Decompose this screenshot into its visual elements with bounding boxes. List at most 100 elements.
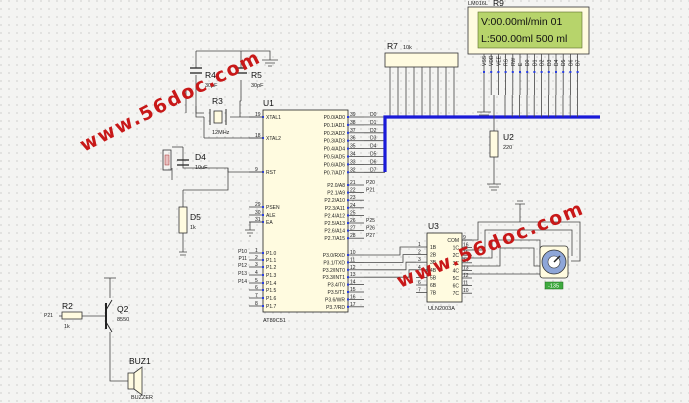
mcu-pin-p0-1-ad1: P0.1/AD1 [324, 123, 346, 129]
mcu-part: AT89C51 [263, 318, 286, 324]
u3-pin-num: 12 [463, 273, 469, 279]
lcd-pin-marker [540, 71, 543, 73]
lcd-bus-stubs [504, 95, 578, 117]
r5-ref: R5 [251, 70, 262, 80]
net-label-p10: P10 [238, 249, 247, 255]
mcu-pin-num: 19 [255, 112, 261, 118]
stepper-motor[interactable]: -135 [539, 245, 569, 290]
lcd-pin-label-d5: D5 [561, 59, 567, 66]
p3-wire [364, 261, 416, 271]
lcd-pin-marker [569, 71, 572, 73]
mcu-pin-num: 7 [255, 293, 258, 299]
pin-marker [347, 229, 349, 232]
net-label-p12: P12 [238, 263, 247, 269]
u3-pin-num: 5 [418, 272, 421, 278]
lcd-display[interactable]: V:00.00ml/min 01 L:500.00ml 500 ml R9 LM… [467, 0, 590, 95]
mcu-pin-num: 24 [350, 203, 356, 209]
lcd-pin-marker [547, 71, 550, 73]
pin-marker [347, 116, 349, 118]
pin-marker [347, 237, 349, 240]
mcu-pin-p3-0-rxd: P3.0/RXD [323, 253, 346, 259]
lcd-pin-marker [562, 71, 565, 73]
lcd-pin-label-rw: RW [511, 57, 517, 66]
mcu-pin-num: 31 [255, 217, 261, 223]
mcu-pin-p2-5-a13: P2.5/A13 [324, 221, 345, 227]
mcu-pin-num: 15 [350, 287, 356, 293]
u3-pin-num: 11 [463, 281, 468, 287]
mcu-pin-num: 6 [255, 285, 258, 291]
u3-pin-7b: 7B [430, 291, 437, 297]
mcu-pin-p1-2: P1.2 [266, 265, 277, 271]
pin-marker [347, 261, 349, 264]
crystal-r3[interactable]: R3 12MHz [209, 96, 230, 136]
mcu-pin-p0-4-ad4: P0.4/AD4 [324, 147, 346, 153]
pin-marker [347, 155, 349, 158]
mcu-pin-p1-7: P1.7 [266, 304, 277, 310]
pin-marker [347, 171, 349, 174]
mcu-pin-p3-1-txd: P3.1/TXD [323, 260, 345, 266]
capacitor-r4[interactable]: R4 30pF [190, 67, 218, 89]
d4-ref: D4 [195, 152, 206, 162]
r2-net: P21 [44, 313, 53, 319]
pin-marker [347, 291, 349, 293]
capacitor-r5[interactable]: R5 30pF [235, 67, 264, 89]
mcu-pin-num: 28 [350, 233, 356, 239]
mcu-pin-num: 21 [350, 180, 356, 186]
p3-to-driver-wires [364, 246, 416, 278]
lcd-pin-marker [519, 71, 521, 73]
mcu-pin-num: 17 [350, 302, 356, 308]
bus-label-d2: D2 [370, 128, 377, 134]
u3-pin-6c: 6C [453, 284, 460, 290]
lcd-pin-marker [490, 71, 493, 73]
pin-marker [262, 252, 264, 254]
u3-pin-com: COM [447, 238, 459, 244]
mcu-pin-p1-1: P1.1 [266, 258, 277, 264]
u3-pin-2b: 2B [430, 253, 437, 259]
resistor-r2[interactable]: R2 1k P21 [44, 301, 83, 330]
lcd-pin-label-d1: D1 [532, 59, 538, 66]
lcd-pin-marker [497, 71, 500, 73]
bus-label-d0: D0 [370, 112, 377, 118]
pin-marker [347, 214, 349, 217]
capacitor-d4[interactable]: D4 10uF [177, 152, 208, 171]
u3-pin-6b: 6B [430, 283, 437, 289]
mcu-pin-num: 33 [350, 159, 356, 165]
data-bus [383, 115, 600, 172]
pin-marker [262, 289, 264, 291]
lcd-pin-label-vss: VSS [482, 55, 488, 66]
u3-pin-3b: 3B [430, 260, 437, 266]
mcu-pin-xtal1: XTAL1 [266, 115, 281, 121]
lcd-pin-marker [533, 71, 536, 73]
u3-pin-num: 10 [463, 288, 469, 294]
mcu-pin-num: 36 [350, 136, 356, 142]
mcu-pin-xtal2: XTAL2 [266, 136, 281, 142]
mcu-pin-num: 16 [350, 294, 356, 300]
reset-switch[interactable] [162, 149, 172, 171]
lcd-line-1: V:00.00ml/min 01 [481, 16, 562, 28]
mcu-pin-num: 29 [255, 202, 261, 208]
mcu-pin-num: 11 [350, 257, 355, 263]
buzzer-buz1[interactable]: BUZ1 BUZZER [127, 356, 153, 401]
mcu-pin-p0-2-ad2: P0.2/AD2 [324, 131, 346, 137]
net-label-p21: P21 [366, 188, 375, 194]
buz-value: BUZZER [131, 395, 153, 401]
u2-value: 220 [503, 145, 512, 151]
u3-pin-num: 2 [418, 250, 421, 256]
r2-value: 1k [64, 324, 70, 330]
transistor-q2[interactable]: Q2 8550 [105, 299, 129, 333]
r7-pin-lines [389, 67, 455, 117]
mcu-pin-p3-6-wr: P3.6/WR [325, 297, 345, 303]
net-label-p13: P13 [238, 271, 247, 277]
mcu-pin-num: 13 [350, 272, 356, 278]
mcu-pin-num: 26 [350, 218, 356, 224]
resistor-d5[interactable]: D5 1k [178, 206, 201, 234]
resistor-pack-r7[interactable]: R7 10k [384, 41, 459, 117]
lcd-pin-label-d6: D6 [568, 59, 574, 66]
u3-pin-num: 4 [418, 265, 421, 271]
r7-ref: R7 [387, 41, 398, 51]
net-label-p25: P25 [366, 218, 375, 224]
u3-pin-num: 16 [463, 243, 469, 249]
